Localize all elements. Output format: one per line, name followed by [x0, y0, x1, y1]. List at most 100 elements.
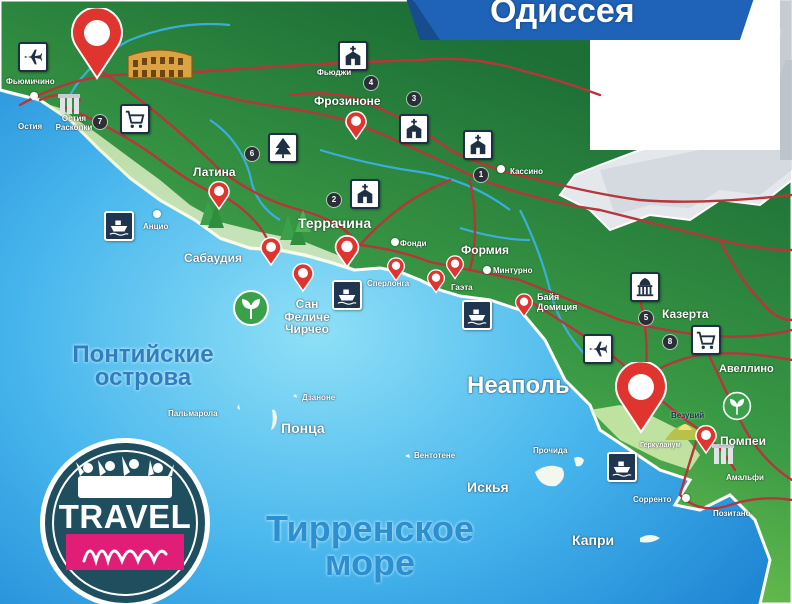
label-fiumicino: Фьюмичино	[6, 77, 55, 86]
park-latina[interactable]	[268, 133, 298, 163]
airport-naples[interactable]	[583, 334, 613, 364]
ferry-gaeta[interactable]	[462, 300, 492, 330]
pin-frosinone[interactable]	[344, 110, 368, 140]
ferry-san-felice[interactable]	[332, 280, 362, 310]
vesuvius	[665, 425, 705, 440]
church-icon	[345, 45, 361, 66]
temple-icon	[712, 444, 734, 464]
eco-leaf-icon	[242, 299, 260, 319]
marker-3[interactable]: 3	[407, 92, 421, 106]
shopping-cart-icon	[125, 110, 145, 128]
ship-icon	[467, 309, 487, 325]
label-fondi: Фонди	[400, 239, 427, 248]
pin-baia-domizia[interactable]	[514, 292, 534, 318]
label-pompei: Помпеи	[720, 434, 766, 448]
label-formia: Формия	[461, 243, 509, 257]
ship-icon	[612, 461, 632, 477]
label-vesuvius: Везувий	[671, 411, 705, 420]
label-procida: Прочида	[533, 446, 568, 455]
label-ostia-ruins: Остия Раскопки	[55, 114, 93, 132]
ferry-naples[interactable]	[607, 452, 637, 482]
pin-naples[interactable]	[612, 362, 670, 434]
church-icon	[470, 134, 486, 155]
label-san-felice: Сан Феличе Чирчео	[284, 297, 330, 337]
pin-latina[interactable]	[207, 180, 231, 210]
label-sabaudia: Сабаудия	[184, 251, 242, 265]
pin-pompei[interactable]	[694, 424, 718, 454]
church-frosinone[interactable]	[399, 114, 429, 144]
shopping-caserta[interactable]	[691, 325, 721, 355]
banner-title: Одиссея	[490, 0, 635, 30]
island-capri	[640, 535, 660, 543]
label-latina: Латина	[193, 165, 236, 179]
dot-fondi	[391, 238, 399, 246]
tree-icon	[274, 137, 292, 159]
island-ponza	[271, 409, 277, 430]
dot-sorrento	[682, 494, 690, 502]
forest	[200, 200, 311, 245]
vesuvius-top	[678, 424, 692, 430]
logo-text: TRAVEL	[58, 498, 192, 535]
marker-6[interactable]: 6	[245, 147, 259, 161]
church-icon	[357, 183, 373, 204]
dot-minturno	[483, 266, 491, 274]
island-procida	[574, 456, 584, 467]
pin-terracina[interactable]	[333, 234, 361, 268]
eco-circeo[interactable]	[232, 289, 270, 327]
marker-4[interactable]: 4	[364, 76, 378, 90]
people-silhouette-icon	[76, 456, 174, 498]
label-tyrrhenian-sea: Тирренское море	[265, 508, 475, 584]
shopping-cart-icon	[696, 331, 716, 349]
banner-card-shadow	[780, 0, 792, 160]
airport-rome[interactable]	[18, 42, 48, 72]
eco-leaf-icon	[729, 398, 745, 415]
dot-anzio	[153, 210, 161, 218]
church-terracina[interactable]	[350, 179, 380, 209]
label-ponza: Понца	[281, 420, 325, 436]
pin-formia[interactable]	[445, 254, 465, 280]
church-cassino[interactable]	[463, 130, 493, 160]
label-terracina: Террачина	[298, 215, 372, 231]
island-palmarola	[237, 404, 240, 410]
marker-2[interactable]: 2	[327, 193, 341, 207]
marker-7[interactable]: 7	[93, 115, 107, 129]
marker-1[interactable]: 1	[474, 168, 488, 182]
label-palmarola: Пальмарола	[168, 409, 218, 418]
travel-inn-logo	[40, 438, 210, 604]
dot-fiumicino	[30, 92, 38, 100]
church-fiuggi[interactable]	[338, 41, 368, 71]
airplane-icon	[24, 49, 43, 65]
title-banner	[406, 0, 754, 40]
label-sperlonga: Сперлонга	[367, 279, 410, 288]
label-pontine-islands: Понтийские острова	[72, 341, 214, 391]
ruins-icon	[58, 94, 80, 114]
temple-icon	[636, 277, 654, 297]
marker-5[interactable]: 5	[639, 311, 653, 325]
pin-rome[interactable]	[68, 8, 126, 80]
label-ostia: Остия	[18, 122, 43, 131]
label-anzio: Анцио	[143, 222, 169, 231]
label-caserta: Казерта	[662, 307, 709, 321]
rivers	[69, 22, 591, 361]
label-minturno: Минтурно	[493, 266, 533, 275]
label-zannone: Дзаноне	[302, 393, 336, 402]
eco-vesuvius[interactable]	[722, 391, 752, 421]
island-zannone	[293, 394, 297, 398]
island-ischia	[535, 465, 564, 487]
ship-icon	[337, 289, 357, 305]
ferry-anzio[interactable]	[104, 211, 134, 241]
pin-san-felice[interactable]	[291, 262, 315, 292]
label-positano: Позитано	[713, 509, 751, 518]
label-avellino: Авеллино	[719, 363, 774, 375]
palace-caserta[interactable]	[630, 272, 660, 302]
mountain-shadow	[600, 60, 792, 215]
label-naples: Неаполь	[467, 372, 570, 399]
pin-sabaudia[interactable]	[259, 236, 283, 266]
colosseum-icon	[127, 49, 193, 79]
shopping-ostia[interactable]	[120, 104, 150, 134]
pin-gaeta[interactable]	[426, 268, 446, 294]
marker-8[interactable]: 8	[663, 335, 677, 349]
pin-sperlonga[interactable]	[386, 256, 406, 282]
coast-strip	[0, 92, 355, 272]
